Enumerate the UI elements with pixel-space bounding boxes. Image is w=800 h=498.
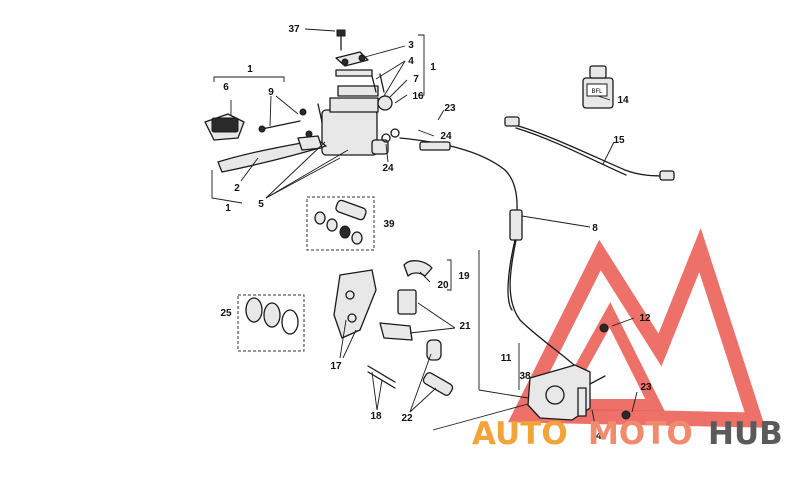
label-17: 17 <box>330 361 342 372</box>
label-21: 21 <box>459 321 471 332</box>
caliper-seal-box <box>237 294 305 352</box>
label-3: 3 <box>408 40 414 51</box>
master-cylinder <box>321 29 400 156</box>
label-39: 39 <box>383 219 395 230</box>
label-22: 22 <box>401 413 413 424</box>
label-1-top: 1 <box>247 64 253 75</box>
label-23-top: 23 <box>444 103 456 114</box>
label-24-top: 24 <box>440 131 452 142</box>
leader-lines <box>230 28 638 431</box>
label-19: 19 <box>458 271 470 282</box>
label-24-bottom: 24 <box>590 431 602 442</box>
small-parts <box>367 260 454 396</box>
bottle-label: BFL <box>591 89 603 95</box>
label-16: 16 <box>412 91 424 102</box>
label-14: 14 <box>617 95 629 106</box>
brake-caliper <box>527 323 631 421</box>
label-1-right: 1 <box>430 62 436 73</box>
label-9: 9 <box>268 87 274 98</box>
group-brackets <box>211 34 520 390</box>
brake-hose <box>399 137 586 376</box>
label-4: 4 <box>408 56 414 67</box>
label-5: 5 <box>258 199 264 210</box>
caliper-bracket <box>333 269 377 339</box>
label-12: 12 <box>639 313 651 324</box>
sensor-cable <box>504 116 675 181</box>
watermark-hub: HUB <box>708 416 783 452</box>
watermark-logo <box>507 227 766 428</box>
label-37: 37 <box>288 24 300 35</box>
label-6: 6 <box>223 82 229 93</box>
label-7: 7 <box>413 74 419 85</box>
watermark-moto: MOTO <box>588 416 693 452</box>
part-labels: 1 1 1 2 3 4 5 6 7 8 9 11 12 14 15 16 17 … <box>220 24 652 442</box>
label-11: 11 <box>501 353 512 364</box>
watermark-text: AUTO MOTO HUB <box>472 416 783 452</box>
label-8: 8 <box>592 223 598 234</box>
label-23-bottom: 23 <box>640 382 652 393</box>
label-24-middle: 24 <box>382 163 394 174</box>
label-1-bottom: 1 <box>225 203 231 214</box>
label-15: 15 <box>613 135 625 146</box>
brake-fluid-bottle: BFL <box>582 65 614 109</box>
watermark-auto: AUTO <box>472 416 568 452</box>
repair-kit-box <box>306 196 375 251</box>
label-2: 2 <box>234 183 240 194</box>
label-20: 20 <box>437 280 449 291</box>
label-25: 25 <box>220 308 232 319</box>
brake-lever <box>204 103 327 173</box>
label-18: 18 <box>370 411 382 422</box>
label-38: 38 <box>519 371 531 382</box>
